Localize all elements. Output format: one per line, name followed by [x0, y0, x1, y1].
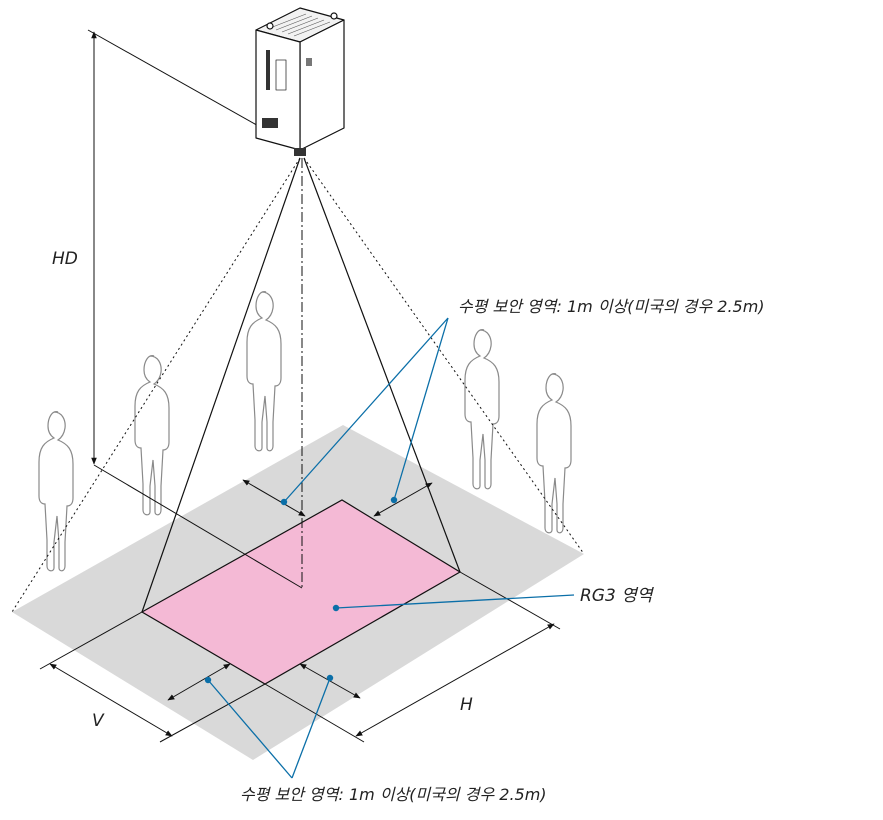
safety-zone-label-top: 수평 보안 영역: 1m 이상(미국의 경우 2.5m) — [458, 297, 765, 316]
person-icon — [246, 291, 282, 452]
leader-line — [291, 677, 331, 779]
person-icon — [38, 411, 74, 572]
leader-dot — [332, 604, 340, 612]
v-dimension — [49, 663, 173, 737]
h-ext-line — [264, 683, 365, 743]
h-label: H — [460, 695, 473, 715]
projection-line — [141, 157, 301, 613]
leader-dot — [326, 674, 334, 682]
v-ext-line — [39, 611, 143, 670]
v-ext-line — [159, 683, 266, 743]
projection-line — [303, 157, 461, 573]
person-icon — [134, 355, 170, 516]
leader-line — [207, 679, 293, 779]
person-icon — [464, 329, 500, 490]
v-label: V — [92, 711, 105, 731]
center-floor-line — [93, 464, 303, 589]
leader-line — [283, 317, 449, 503]
safety-arrow-top-right — [373, 482, 433, 517]
h-dimension — [355, 623, 555, 737]
rg3-label: RG3 영역 — [580, 586, 655, 606]
projector-icon — [255, 7, 345, 156]
safety-arrow-top-left — [242, 479, 306, 517]
h-ext-line — [459, 571, 561, 630]
hd-ref-line — [87, 29, 263, 129]
person-icon — [536, 373, 572, 534]
leader-dot — [390, 496, 398, 504]
leader-line — [393, 317, 449, 501]
safety-arrow-bottom-left — [167, 663, 231, 701]
leader-dot — [280, 498, 288, 506]
safety-zone-label-bottom: 수평 보안 영역: 1m 이상(미국의 경우 2.5m) — [240, 785, 547, 804]
leader-dot — [204, 676, 212, 684]
outer-cone-line — [303, 157, 585, 555]
hd-label: HD — [52, 249, 78, 269]
leader-line — [335, 594, 575, 609]
